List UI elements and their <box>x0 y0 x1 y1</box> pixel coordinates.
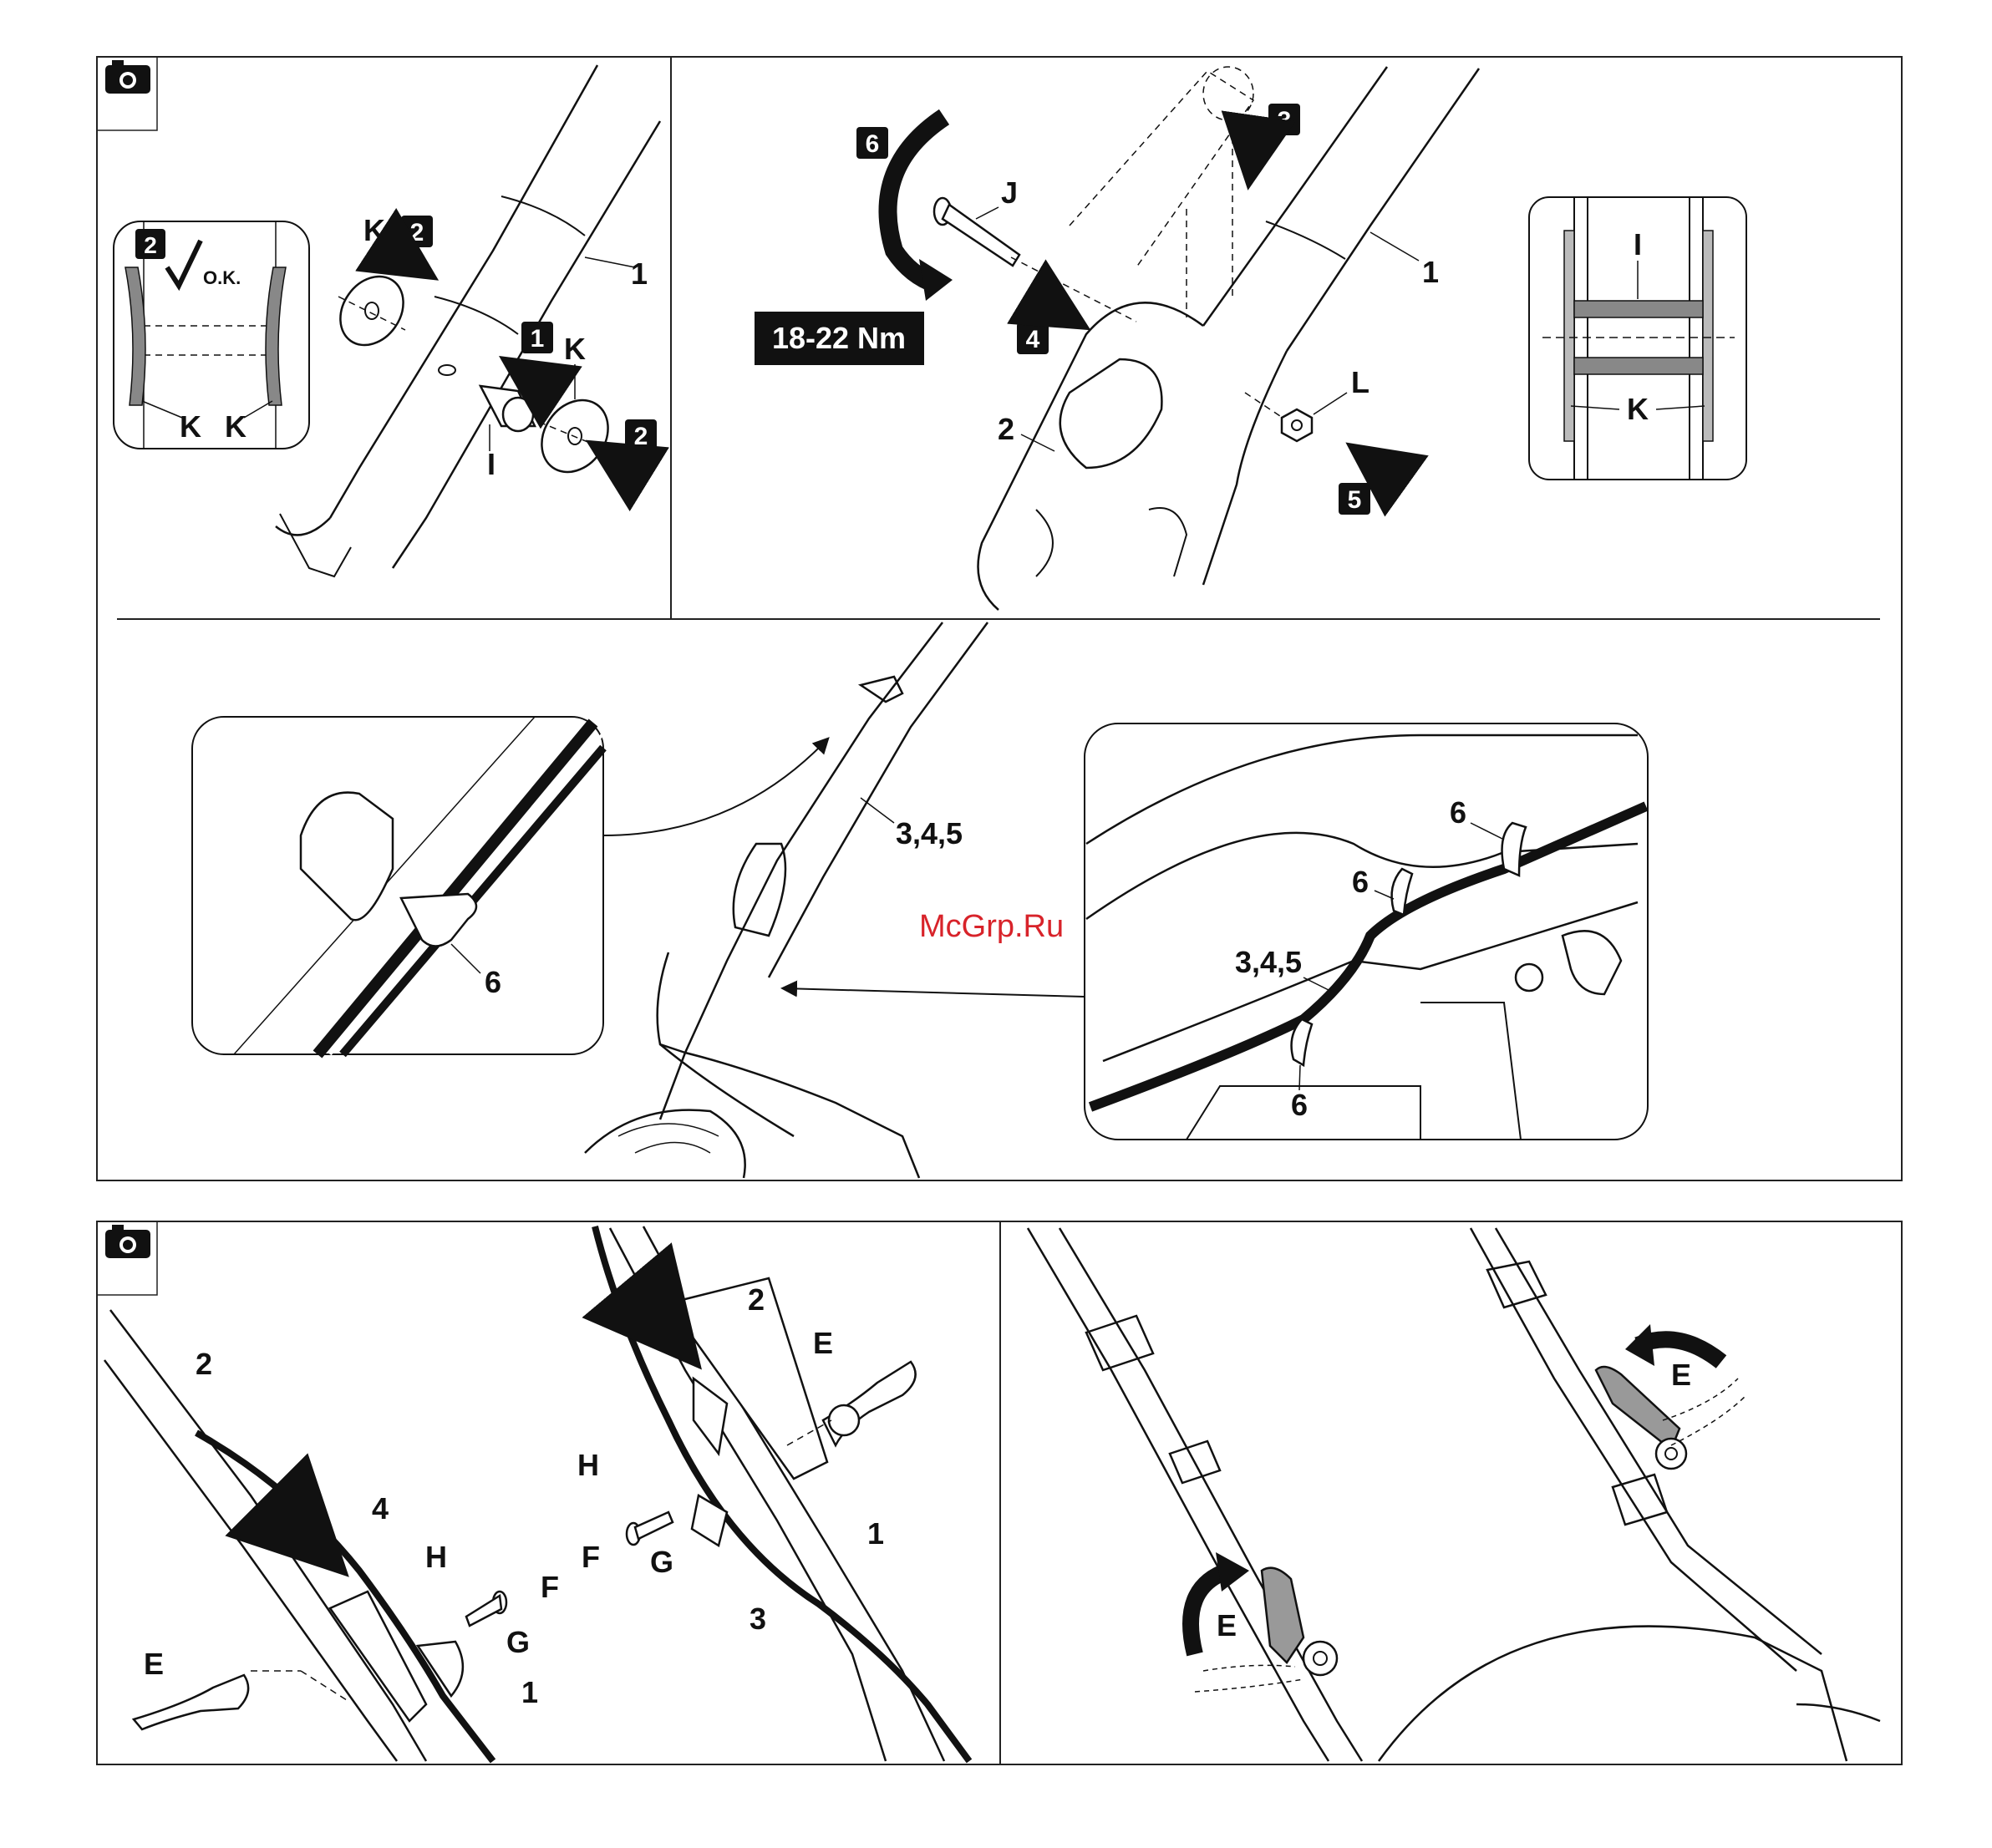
label-f: F <box>582 1540 600 1574</box>
label-part-2: 2 <box>748 1282 765 1317</box>
step-badge-5: 5 <box>1339 483 1370 515</box>
label-j: J <box>1001 175 1018 210</box>
svg-text:18-22 Nm: 18-22 Nm <box>772 321 906 355</box>
tube-hole <box>439 365 455 375</box>
label-part-2: 2 <box>196 1347 212 1381</box>
label-k: K <box>225 409 246 444</box>
label-g: G <box>650 1545 673 1579</box>
watermark-text: McGrp.Ru <box>919 909 1064 945</box>
label-e: E <box>813 1326 833 1360</box>
label-6: 6 <box>1352 865 1369 899</box>
svg-text:4: 4 <box>1026 326 1040 353</box>
washer-k-top <box>328 264 416 357</box>
svg-text:1: 1 <box>531 325 545 353</box>
nut-l <box>1282 409 1312 441</box>
rotate-arrow-icon <box>888 117 945 284</box>
step-badge-2: 2 <box>401 216 433 247</box>
tube-top-right <box>978 67 1480 610</box>
step-badge-2b: 2 <box>625 419 657 451</box>
handle-assembly-left <box>104 1310 493 1761</box>
inset-ok: 2 O.K. K K <box>114 221 309 449</box>
label-g: G <box>506 1625 530 1659</box>
label-e: E <box>144 1647 164 1681</box>
svg-text:2: 2 <box>144 232 157 258</box>
label-6: 6 <box>1291 1088 1308 1122</box>
label-h: H <box>425 1540 447 1574</box>
screw-f <box>627 1512 673 1545</box>
label-3-4-5: 3,4,5 <box>1235 945 1302 979</box>
label-k: K <box>564 332 586 366</box>
handle-assembly-lever <box>1028 1228 1880 1761</box>
label-f: F <box>541 1570 559 1604</box>
handle-assembly-right <box>595 1226 969 1761</box>
lever-e <box>134 1675 248 1729</box>
camera-icon <box>97 57 157 130</box>
label-part-1: 1 <box>1422 255 1439 289</box>
inset-cable-clip: 6 <box>192 717 603 1054</box>
label-part-1: 1 <box>631 256 648 291</box>
tube-top-left <box>276 65 660 576</box>
label-part-1: 1 <box>867 1516 884 1551</box>
svg-text:6: 6 <box>866 130 880 158</box>
label-i: I <box>1634 227 1642 261</box>
lever-e <box>823 1362 916 1445</box>
label-3-4-5: 3,4,5 <box>896 816 963 850</box>
screw-f <box>466 1592 506 1626</box>
camera-icon <box>97 1221 157 1295</box>
step-badge-3: 3 <box>1268 104 1300 135</box>
handle-frame-middle <box>585 622 988 1178</box>
label-l: L <box>1351 365 1370 399</box>
label-e: E <box>1217 1608 1237 1642</box>
svg-text:3: 3 <box>1278 107 1292 135</box>
label-6: 6 <box>1450 795 1466 830</box>
label-part-2: 2 <box>998 412 1014 446</box>
svg-text:O.K.: O.K. <box>203 267 241 288</box>
label-part-1: 1 <box>521 1675 538 1709</box>
label-part-3: 3 <box>750 1602 766 1636</box>
label-i: I <box>487 447 495 481</box>
label-k: K <box>363 213 385 247</box>
arrow-icon <box>1044 140 1387 472</box>
step-badge-4: 4 <box>1017 322 1049 354</box>
label-6: 6 <box>485 965 501 999</box>
label-h: H <box>577 1448 599 1482</box>
label-k: K <box>1627 392 1649 426</box>
inset-section: I K <box>1529 197 1746 480</box>
svg-text:5: 5 <box>1348 486 1362 514</box>
label-e: E <box>1671 1358 1691 1392</box>
inset-cable-route: 6 6 3,4,5 6 <box>1085 723 1648 1140</box>
step-badge-6: 6 <box>856 127 888 159</box>
svg-text:2: 2 <box>634 423 648 450</box>
svg-text:2: 2 <box>410 219 424 246</box>
label-k: K <box>180 409 201 444</box>
step-badge-1: 1 <box>521 322 553 353</box>
torque-label: 18-22 Nm <box>755 312 924 365</box>
label-part-4: 4 <box>372 1491 389 1526</box>
